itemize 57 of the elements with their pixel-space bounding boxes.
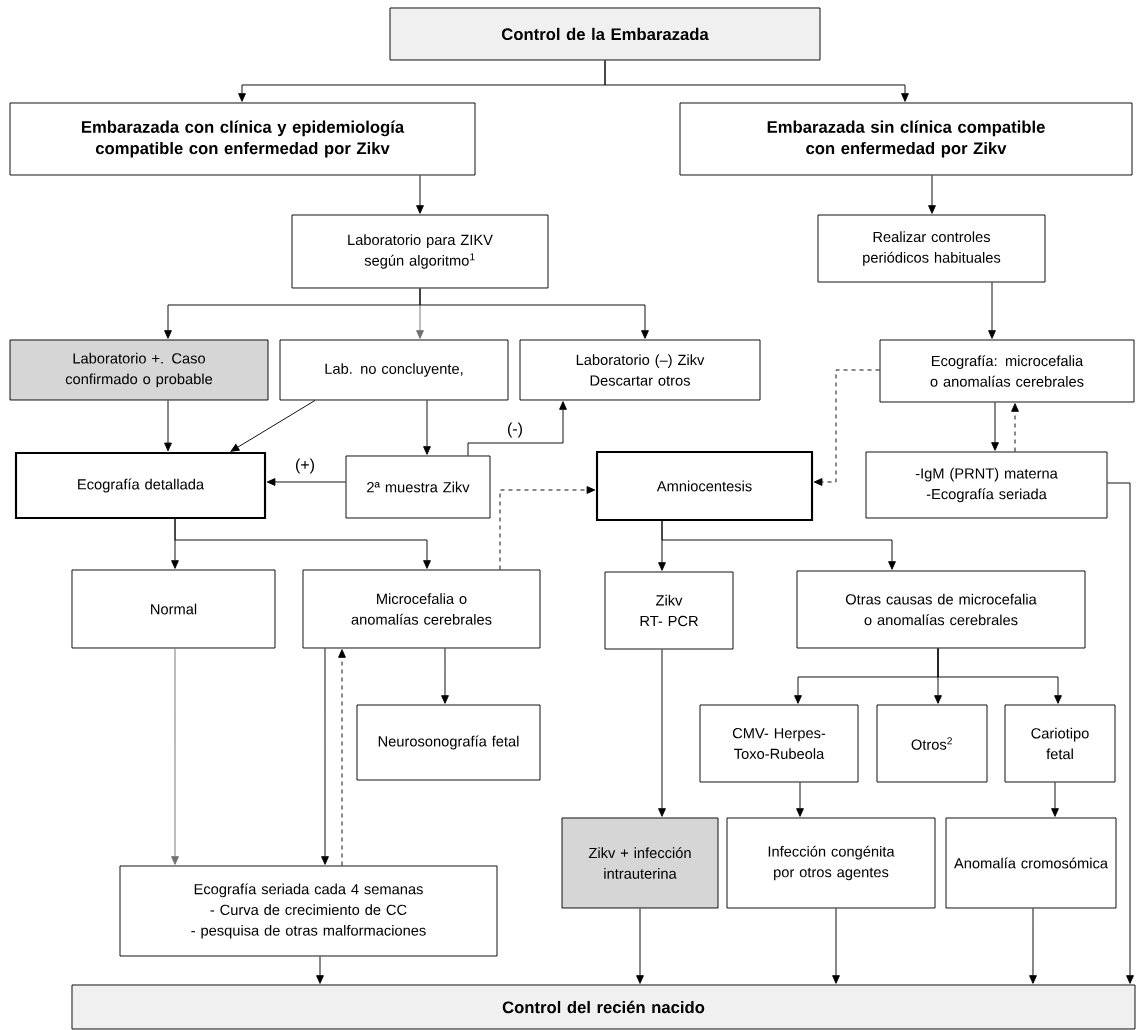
arrow <box>441 648 449 704</box>
arrow <box>338 649 346 866</box>
process-box: Amniocentesis <box>595 450 814 522</box>
arrow <box>661 520 896 570</box>
process-box: Cariotipo fetal <box>1004 704 1116 783</box>
process-box: Zikv RT- PCR <box>604 571 734 650</box>
arrow <box>937 648 1062 704</box>
arrow <box>604 60 909 102</box>
arrow <box>991 402 999 451</box>
process-box: -IgM (PRNT) materna -Ecografía seriada <box>865 451 1108 519</box>
arrow <box>423 400 431 455</box>
process-box: Ecografía seriada cada 4 semanas - Curva de crecimiento de CC - pesquisa de otras malformaciones <box>119 865 498 957</box>
arrow <box>832 908 840 984</box>
arrow <box>1029 908 1037 984</box>
arrow <box>1011 403 1019 452</box>
header-box: Control de la Embarazada <box>389 7 821 61</box>
arrow <box>499 486 596 570</box>
process-box: Otras causas de microcefalia o anomalías cerebrales <box>796 570 1086 649</box>
arrow <box>266 478 346 486</box>
process-box: Laboratorio para ZIKV según algoritmo$^{1}$ <box>291 214 549 289</box>
arrow <box>928 175 936 214</box>
process-box: Embarazada sin clínica compatible con enfermedad por Zikv <box>679 102 1133 176</box>
arrow <box>416 175 424 214</box>
arrow <box>988 282 996 339</box>
process-box: Anomalía cromosómica <box>945 817 1117 909</box>
arrow <box>230 400 316 452</box>
arrow <box>796 782 804 817</box>
arrow <box>1107 482 1134 984</box>
arrow <box>636 908 644 984</box>
process-box: Laboratorio (–) Zikv Descartar otros <box>519 339 761 401</box>
footer-box: Control del recién nacido <box>71 984 1136 1030</box>
process-box: Zikv + infección intrauterina <box>561 817 719 909</box>
process-box: 2ª muestra Zikv <box>345 455 491 519</box>
process-box: Ecografía detallada <box>14 451 267 520</box>
arrow <box>321 648 329 865</box>
process-box: Otros$^{2}$ <box>876 704 988 783</box>
process-box: Lab. no concluyente, <box>279 339 509 401</box>
arrow <box>467 401 567 456</box>
arrow <box>316 956 324 984</box>
arrow <box>419 288 649 339</box>
process-box: Realizar controles periódicos habituales <box>817 214 1046 283</box>
process-box: Ecografía: microcefalia o anomalías cerebrales <box>879 339 1135 403</box>
process-box: Neurosonografía fetal <box>356 704 541 781</box>
arrow <box>171 648 179 865</box>
arrow <box>1051 782 1059 817</box>
process-box: Embarazada con clínica y epidemiología compatible con enfermedad por Zikv <box>9 102 476 176</box>
edge-label: (-) <box>505 421 525 439</box>
process-box: Laboratorio +. Caso confirmado o probable <box>9 339 269 401</box>
process-box: Infección congénita por otros agentes <box>726 817 936 909</box>
arrow <box>174 518 431 569</box>
process-box: Normal <box>71 569 276 649</box>
arrow <box>164 400 172 452</box>
arrow <box>658 649 666 817</box>
edge-label: (+) <box>293 457 317 475</box>
process-box: Microcefalia o anomalías cerebrales <box>302 569 541 649</box>
process-box: CMV- Herpes- Toxo-Rubeola <box>699 704 859 783</box>
arrow <box>813 369 880 486</box>
